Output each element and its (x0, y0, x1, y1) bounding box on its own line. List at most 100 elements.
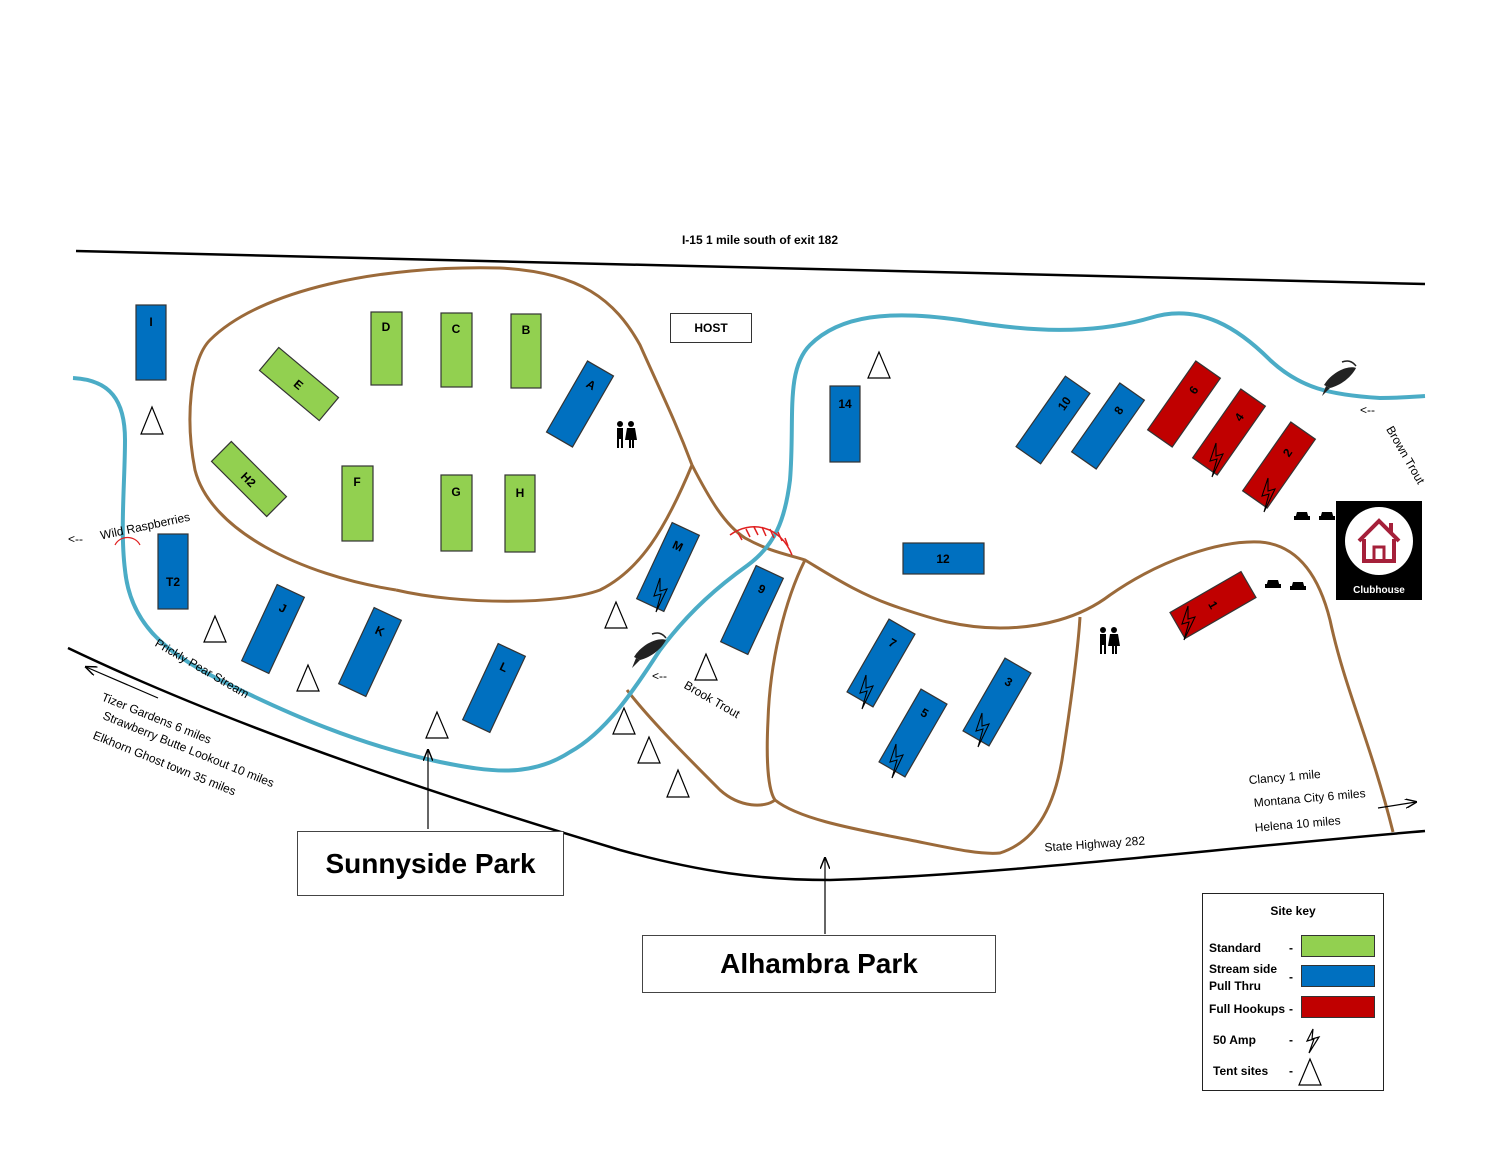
key-stream-side-swatch (1301, 965, 1375, 987)
lightning-icon (653, 577, 669, 613)
key-dash: - (1289, 1033, 1293, 1047)
tent-sites (140, 350, 891, 798)
brown-trout-arrow: <-- (1360, 403, 1375, 417)
key-dash: - (1289, 970, 1293, 984)
svg-text:I: I (149, 315, 152, 329)
site-I[interactable]: I (135, 304, 167, 381)
brook-trout-arrow: <-- (652, 669, 667, 683)
lightning-icon (1305, 1028, 1321, 1054)
site-T2[interactable]: T2 (157, 533, 189, 610)
key-tent-label: Tent sites (1213, 1064, 1269, 1078)
tent-icon (666, 768, 690, 798)
key-standard-label: Standard (1209, 941, 1262, 955)
tent-icon (694, 652, 718, 681)
lightning-icon (1209, 442, 1225, 478)
site-E[interactable]: E (258, 346, 340, 422)
svg-text:G: G (451, 485, 460, 499)
site-10[interactable]: 10 (1015, 375, 1091, 465)
site-B[interactable]: B (510, 313, 542, 389)
site-H2[interactable]: H2 (210, 440, 288, 518)
site-key-title: Site key (1270, 904, 1316, 918)
lightning-icon (859, 674, 875, 710)
site-7[interactable]: 7 (846, 618, 916, 708)
key-stream-side-label: Stream side (1209, 962, 1278, 976)
key-pull-thru-label: Pull Thru (1209, 979, 1261, 993)
lightning-icon (1181, 605, 1197, 641)
site-J[interactable]: J (240, 583, 306, 675)
parking-cars (1265, 512, 1335, 590)
tent-icon (604, 600, 628, 629)
svg-text:14: 14 (838, 397, 852, 411)
site-9[interactable]: 9 (719, 564, 785, 656)
site-8[interactable]: 8 (1070, 382, 1146, 470)
brook-trout-label: Brook Trout (682, 678, 743, 721)
tent-icon (296, 663, 320, 692)
clubhouse-label: Clubhouse (1353, 585, 1405, 596)
east-arrow (1377, 802, 1416, 809)
site-3[interactable]: 3 (962, 657, 1032, 747)
site-12[interactable]: 12 (902, 542, 985, 575)
house-icon (1345, 507, 1413, 575)
tent-icon (867, 350, 891, 379)
svg-text:12: 12 (936, 552, 950, 566)
raspberries-arrow: <-- (68, 532, 83, 546)
raspberry-bush-icon (114, 536, 141, 546)
fish-icon (1322, 360, 1357, 396)
full-hookup-sites: 6 4 2 1 (1146, 360, 1317, 640)
site-1[interactable]: 1 (1169, 570, 1257, 640)
key-50amp-label: 50 Amp (1213, 1033, 1256, 1047)
site-4[interactable]: 4 (1191, 388, 1267, 476)
trails (188, 266, 1395, 855)
west-directions: Tizer Gardens 6 miles Strawberry Butte L… (91, 690, 276, 798)
alhambra-park-label: Alhambra Park (642, 935, 996, 993)
sunnyside-park-label: Sunnyside Park (297, 831, 564, 896)
svg-text:T2: T2 (166, 575, 180, 589)
brown-trout-label: Brown Trout (1383, 423, 1428, 487)
site-14[interactable]: 14 (829, 385, 861, 463)
site-F[interactable]: F (341, 465, 374, 542)
streams (72, 311, 1426, 773)
standard-sites: D C B E H2 F G H (210, 311, 542, 553)
site-K[interactable]: K (337, 606, 403, 698)
interstate-label: I-15 1 mile south of exit 182 (682, 233, 838, 247)
state-highway-road (67, 646, 1426, 882)
svg-text:B: B (522, 323, 531, 337)
host-site[interactable]: HOST (670, 313, 752, 343)
direction-east-3: Helena 10 miles (1254, 813, 1341, 834)
lightning-icon (1261, 477, 1277, 513)
clubhouse[interactable]: Clubhouse (1336, 501, 1422, 600)
site-D[interactable]: D (370, 311, 403, 386)
site-key-legend: Site key Standard - Stream side Pull Thr… (1202, 893, 1384, 1091)
site-2[interactable]: 2 (1241, 421, 1317, 509)
west-arrow (86, 667, 159, 699)
site-5[interactable]: 5 (878, 688, 948, 778)
svg-text:H: H (516, 486, 525, 500)
site-6[interactable]: 6 (1146, 360, 1222, 448)
tent-icon (612, 706, 636, 735)
key-dash: - (1289, 1002, 1293, 1016)
bridge-icon (729, 526, 793, 556)
tent-icon (140, 405, 164, 435)
site-L[interactable]: L (461, 642, 527, 734)
key-full-hookups-label: Full Hookups (1209, 1002, 1285, 1016)
site-G[interactable]: G (440, 474, 473, 552)
direction-east-2: Montana City 6 miles (1253, 786, 1366, 810)
svg-text:F: F (353, 475, 360, 489)
restroom-icon (1100, 627, 1120, 654)
site-C[interactable]: C (440, 312, 473, 388)
key-dash: - (1289, 1064, 1293, 1078)
site-M[interactable]: M (635, 521, 701, 613)
tent-icon (637, 735, 661, 764)
site-H[interactable]: H (504, 474, 536, 553)
site-A[interactable]: A (545, 360, 615, 448)
svg-text:C: C (452, 322, 461, 336)
amp-icons (653, 442, 1277, 779)
direction-east-1: Clancy 1 mile (1248, 767, 1321, 787)
tent-icon (425, 710, 449, 739)
fish-icon (632, 632, 667, 668)
key-dash: - (1289, 941, 1293, 955)
highway-label: State Highway 282 (1044, 833, 1146, 854)
svg-text:J: J (277, 600, 289, 616)
lightning-icon (889, 743, 905, 779)
